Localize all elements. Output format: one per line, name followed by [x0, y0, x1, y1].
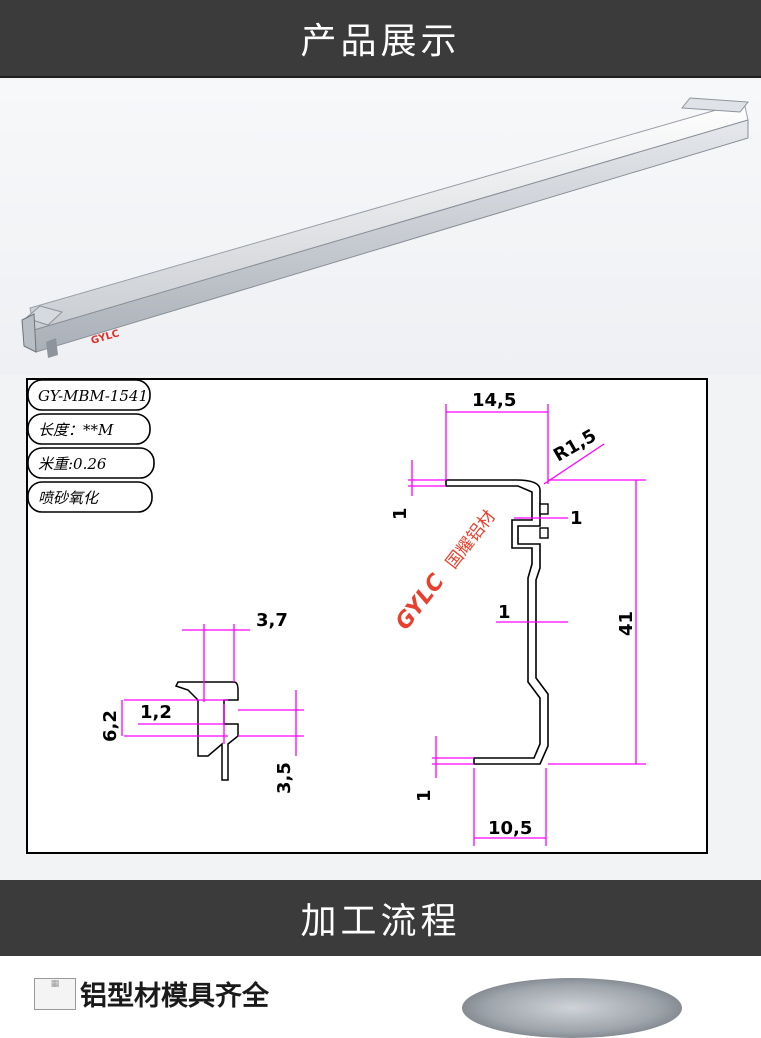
spec-box-finish [27, 481, 153, 513]
aluminum-profile-render: GYLC [21, 97, 749, 358]
dim-top-width: 14,5 [472, 390, 516, 411]
dim-radius: R1,5 [550, 425, 600, 466]
dim-detail-low: 3,5 [274, 762, 295, 794]
brand-watermark: GYLC 国耀铝材 [391, 507, 500, 635]
dim-thick-bottom: 1 [414, 789, 435, 802]
dim-height: 41 [616, 611, 637, 636]
dim-detail-height: 6,2 [100, 710, 121, 742]
spec-labels: GY-MBM-1541 长度：**M 米重:0.26 喷砂氧化 [27, 379, 155, 513]
dimension-lines [408, 404, 646, 846]
section-banner-process: 加工流程 [0, 880, 761, 958]
technical-drawing: GY-MBM-1541 长度：**M 米重:0.26 喷砂氧化 [26, 378, 708, 854]
watermark-name: 国耀铝材 [442, 507, 500, 573]
spec-weight: 米重:0.26 [38, 455, 107, 473]
dim-slot-wall: 1 [570, 508, 583, 529]
dim-detail-gap: 1,2 [140, 702, 172, 723]
image-icon: ▦ [34, 978, 76, 1010]
dim-thick-top: 1 [390, 507, 411, 520]
detail-outline [174, 681, 239, 781]
dim-bottom-width: 10,5 [488, 818, 532, 839]
watermark-logo: GYLC [391, 570, 450, 635]
spec-box-length [27, 413, 151, 445]
spec-box-model [27, 379, 151, 411]
section-title-process: 加工流程 [300, 901, 461, 942]
section-title: 产品展示 [300, 21, 461, 62]
spec-finish: 喷砂氧化 [38, 489, 100, 507]
spec-length: 长度：**M [38, 421, 114, 439]
detail-dimension-lines [121, 624, 304, 756]
spec-box-weight [27, 447, 155, 479]
mold-photo [462, 978, 682, 1038]
profile-drawing-svg: GY-MBM-1541 长度：**M 米重:0.26 喷砂氧化 [27, 379, 646, 846]
product-photo: GYLC [0, 80, 761, 375]
card-title: 铝型材模具齐全 [80, 981, 269, 1012]
dim-detail-width: 3,7 [256, 610, 288, 631]
spec-model: GY-MBM-1541 [38, 387, 148, 405]
profile-outline [445, 479, 549, 765]
dim-web: 1 [498, 602, 511, 623]
section-banner-product: 产品展示 [0, 0, 761, 78]
